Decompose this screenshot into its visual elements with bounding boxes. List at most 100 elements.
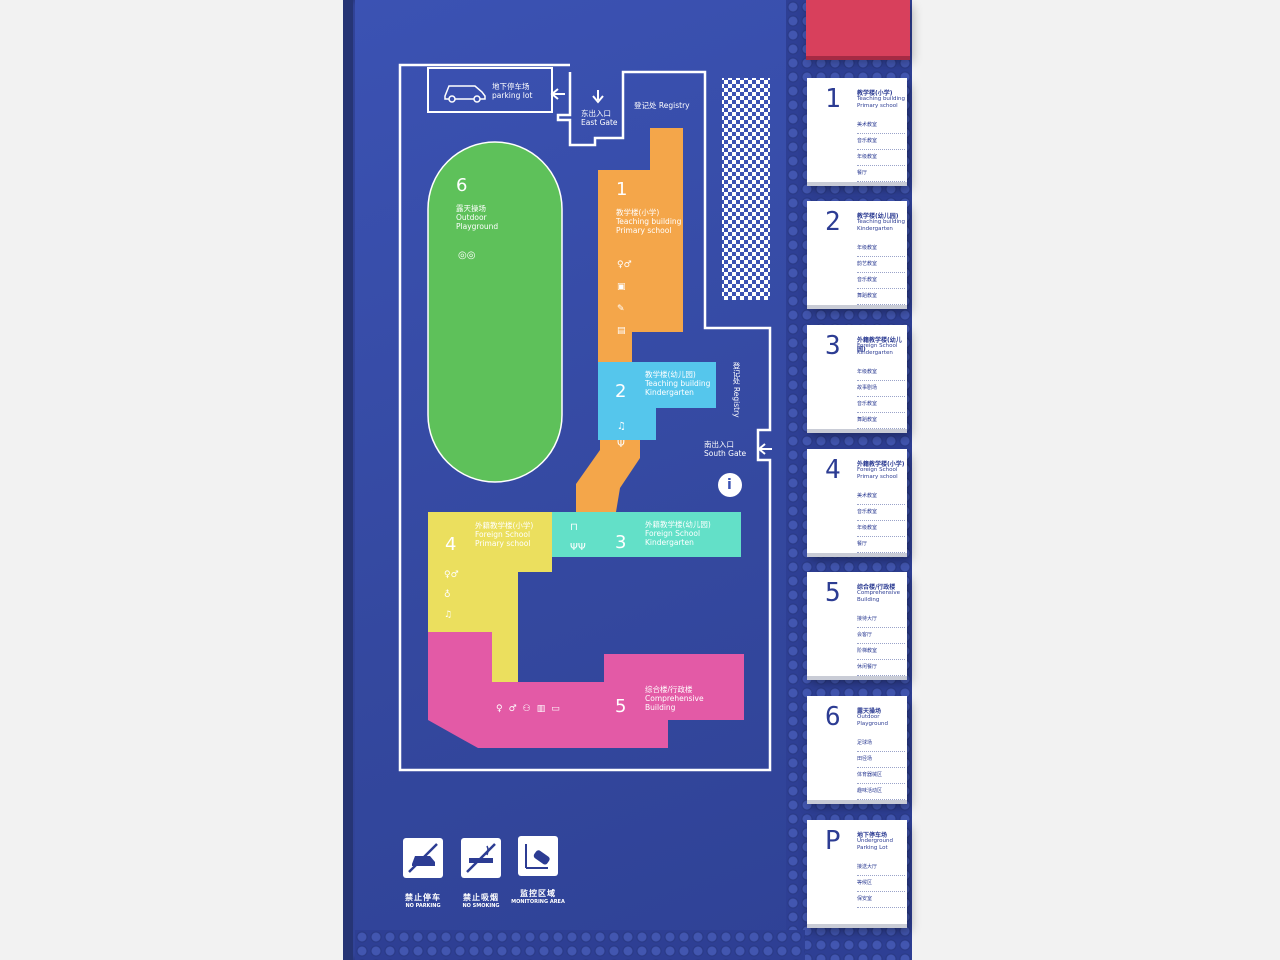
card-room-list: 美术教室 音乐教室 年级教室 餐厅 [857, 489, 905, 553]
room-item: 美术教室 [857, 489, 905, 505]
legend-card-2: 2 教学楼(幼儿园) Teaching building Kindergarte… [807, 201, 907, 305]
auditorium-icon: ▥ [536, 704, 552, 714]
zone-4-label: 外籍教学楼(小学) Foreign School Primary school [475, 521, 533, 548]
parking-box [427, 67, 553, 113]
art-icon: ✎ [617, 304, 625, 314]
room-item: 餐厅 [857, 166, 905, 182]
room-item: 足球场 [857, 736, 905, 752]
zone-5-en1: Comprehensive [645, 694, 704, 703]
parking-label: 地下停车场 parking lot [492, 82, 532, 100]
no-parking-en: NO PARKING [405, 903, 441, 909]
restroom-icon: ♀♂ [617, 260, 632, 270]
room-item: 韵艺教室 [857, 257, 905, 273]
legend-card-p: P 地下停车场 Underground Parking Lot 接送大厅 等候区… [807, 820, 907, 924]
card-number: 4 [825, 455, 841, 485]
card-number: 1 [825, 84, 841, 114]
registry-label-top: 登记处 Registry [634, 101, 690, 110]
south-gate-label-en: South Gate [704, 449, 747, 458]
room-item: 音乐教室 [857, 134, 905, 150]
legend-card-1: 1 教学楼(小学) Teaching building Primary scho… [807, 78, 907, 182]
registry-label-side: 登记处 Registry [732, 362, 741, 418]
room-item: 年级教室 [857, 521, 905, 537]
zone-4-icons: ♀♂ ♁ ♫ [444, 565, 459, 625]
building-3-zone [552, 512, 741, 557]
zone-5-en2: Building [645, 703, 676, 712]
card-title-cn: 教学楼(小学) [857, 90, 893, 97]
room-item: 音乐教室 [857, 397, 905, 413]
room-item: 年级教室 [857, 241, 905, 257]
library-icon: ▤ [617, 326, 626, 336]
zone-4-cn: 外籍教学楼(小学) [475, 521, 534, 530]
zone-6-label: 露天操场 Outdoor Playground [456, 204, 498, 231]
red-tile [806, 0, 910, 56]
zone-1-label: 教学楼(小学) Teaching building Primary school [616, 208, 681, 235]
card-title-cn: 地下停车场 [857, 832, 888, 839]
legend-card-3: 3 外籍教学楼(幼儿园) Foreign School Kindergarten… [807, 325, 907, 429]
dining-icon: ΨΨ [570, 542, 586, 553]
card-title-en: Teaching building Kindergarten [857, 219, 905, 232]
room-item: 美术教室 [857, 118, 905, 134]
room-item: 故事剧场 [857, 381, 905, 397]
card-room-list: 年级教室 韵艺教室 音乐教室 舞蹈教室 [857, 241, 905, 305]
south-gate-label: 南出入口 South Gate [704, 440, 746, 458]
zone-6-cn: 露天操场 [456, 204, 486, 213]
card-number: 2 [825, 207, 841, 237]
room-item: 年级教室 [857, 365, 905, 381]
zone-3-cn: 外籍教学楼(幼儿园) [645, 520, 711, 529]
card-number: 5 [825, 578, 841, 608]
panel-edge [343, 0, 353, 960]
camera-icon [518, 836, 558, 876]
legend-card-5: 5 综合楼/行政楼 Comprehensive Building 接待大厅 会客… [807, 572, 907, 676]
zone-3-en2: Kindergarten [645, 538, 694, 547]
card-title-en: Teaching building Primary school [857, 96, 905, 109]
card-number: P [825, 826, 841, 856]
building-5-zone [428, 632, 744, 748]
zone-2-number: 2 [615, 381, 627, 402]
south-gate-arrow [757, 443, 772, 455]
restroom-icon: ♀♂ [496, 704, 523, 714]
south-gate-label-cn: 南出入口 [704, 440, 734, 449]
zone-3-label: 外籍教学楼(幼儿园) Foreign School Kindergarten [645, 520, 711, 547]
zone-4-en2: Primary school [475, 539, 531, 548]
legend-card-4: 4 外籍教学楼(小学) Foreign School Primary schoo… [807, 449, 907, 553]
card-title-en: Foreign School Primary school [857, 467, 898, 480]
east-gate-arrow [592, 90, 604, 104]
parking-label-cn: 地下停车场 [492, 82, 530, 91]
east-gate-label: 东出入口 East Gate [581, 109, 618, 127]
door-icon: ⊓ [570, 522, 578, 533]
no-smoking-en: NO SMOKING [462, 903, 500, 909]
zone-1-en2: Primary school [616, 226, 672, 235]
building-2-zone [598, 362, 716, 440]
card-room-list: 接送大厅 等候区 保安室 [857, 860, 905, 908]
zone-2-cn: 教学楼(幼儿园) [645, 370, 696, 379]
parking-arrow [550, 88, 565, 100]
playground-zone [427, 141, 563, 483]
no-parking-cn: 禁止停车 [405, 893, 441, 902]
monitoring-cn: 监控区域 [520, 889, 556, 898]
campus-boundary [398, 63, 772, 772]
monitoring-en: MONITORING AREA [511, 899, 565, 905]
zone-2-en1: Teaching building [645, 379, 711, 388]
room-item: 阶梯教室 [857, 644, 905, 660]
zone-1-en1: Teaching building [616, 217, 682, 226]
monitoring-label: 监控区域 MONITORING AREA [503, 888, 573, 905]
no-smoking-label: 禁止吸烟 NO SMOKING [446, 892, 516, 909]
legend-card-6: 6 露天操场 Outdoor Playground 足球场 田径场 体育器械区 … [807, 696, 907, 800]
music-icon: ♫ [617, 421, 626, 432]
room-item: 餐厅 [857, 537, 905, 553]
card-room-list: 年级教室 故事剧场 音乐教室 舞蹈教室 [857, 365, 905, 429]
no-parking-icon [403, 838, 443, 878]
building-4-zone [428, 512, 552, 682]
music-icon: ♫ [444, 610, 453, 620]
card-title-en: Outdoor Playground [857, 714, 888, 727]
card-title-cn: 综合楼/行政楼 [857, 584, 896, 591]
zone-3-en1: Foreign School [645, 529, 701, 538]
info-icon [718, 473, 742, 497]
zone-3-number: 3 [615, 532, 627, 553]
room-item: 舞蹈教室 [857, 289, 905, 305]
reception-icon: ▭ [551, 704, 566, 714]
room-item: 等候区 [857, 876, 905, 892]
card-title-cn: 外籍教学楼(幼儿园) [857, 337, 902, 353]
zone-5-icons: ♀♂⚇▥▭ [496, 704, 566, 714]
